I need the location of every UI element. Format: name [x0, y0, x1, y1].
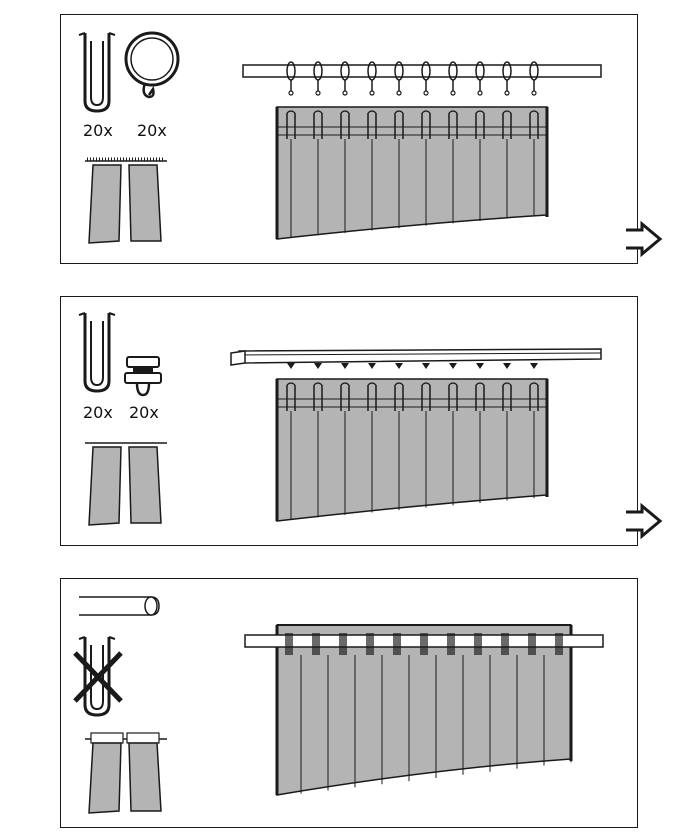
pleat — [448, 110, 458, 224]
ring-count-label: 20x — [137, 121, 167, 140]
pleat — [447, 633, 464, 775]
pleat — [475, 110, 485, 221]
next-step-arrow-icon — [626, 220, 663, 258]
curtain-pair-icon — [85, 732, 167, 814]
track-glider — [368, 363, 376, 369]
curtain-on-rod-rings-illustration — [242, 61, 602, 240]
pleat — [285, 633, 302, 794]
ring-hanger — [529, 61, 539, 96]
pleat — [502, 110, 512, 219]
ring-hanger — [367, 61, 377, 96]
pleat — [529, 382, 539, 499]
pleat — [366, 633, 383, 785]
pleat — [501, 633, 518, 769]
pleat-hook-icon — [78, 32, 116, 113]
ring-hanger — [502, 61, 512, 96]
pleat — [367, 382, 377, 513]
pleat-hook-icon — [78, 312, 116, 393]
track-glider — [449, 363, 457, 369]
panel-rod-rings: 20x 20x — [60, 14, 638, 264]
track-glider — [503, 363, 511, 369]
curtain-pair-icon — [85, 157, 167, 244]
curtain-ring-icon — [124, 31, 180, 99]
curtain-on-track-illustration — [230, 348, 602, 522]
track-glider — [314, 363, 322, 369]
ring-hanger — [394, 61, 404, 96]
pleat — [286, 110, 296, 238]
track-glider — [341, 363, 349, 369]
pleat — [313, 110, 323, 236]
pleat — [528, 633, 545, 766]
track-glider-icon — [124, 356, 162, 397]
pleat — [340, 382, 350, 515]
ring-hanger — [286, 61, 296, 96]
pleat — [313, 382, 323, 518]
panel-rod-through — [60, 578, 638, 828]
ring-hanger — [421, 61, 431, 96]
panel-track-gliders: 20x 20x — [60, 296, 638, 546]
pleat — [421, 110, 431, 226]
track-glider — [287, 363, 295, 369]
rod-icon — [79, 596, 160, 616]
curtain-on-rod-illustration — [244, 624, 604, 796]
glider-count-label: 20x — [129, 403, 159, 422]
pleat — [367, 110, 377, 231]
ring-hanger — [340, 61, 350, 96]
curtain-pair-icon — [85, 442, 167, 526]
pleat — [529, 110, 539, 217]
hook-count-label: 20x — [83, 403, 113, 422]
pleat-hook-icon — [78, 636, 116, 717]
track-glider — [395, 363, 403, 369]
pleat — [394, 110, 404, 229]
track-glider — [422, 363, 430, 369]
pleat — [339, 633, 356, 788]
next-step-arrow-icon — [626, 502, 663, 540]
pleat — [420, 633, 437, 778]
ring-hanger — [475, 61, 485, 96]
pleat — [421, 382, 431, 508]
pleat — [312, 633, 329, 791]
hook-count-label: 20x — [83, 121, 113, 140]
cross-out-icon — [73, 651, 123, 703]
ring-hanger — [448, 61, 458, 96]
pleat — [340, 110, 350, 233]
ring-hanger — [313, 61, 323, 96]
pleat — [448, 382, 458, 506]
track-glider — [530, 363, 538, 369]
pleat — [555, 633, 572, 763]
track-glider — [476, 363, 484, 369]
pleat — [394, 382, 404, 511]
pleat — [393, 633, 410, 782]
pleat — [475, 382, 485, 503]
pleat — [502, 382, 512, 501]
pleat — [474, 633, 491, 772]
pleat — [286, 382, 296, 520]
